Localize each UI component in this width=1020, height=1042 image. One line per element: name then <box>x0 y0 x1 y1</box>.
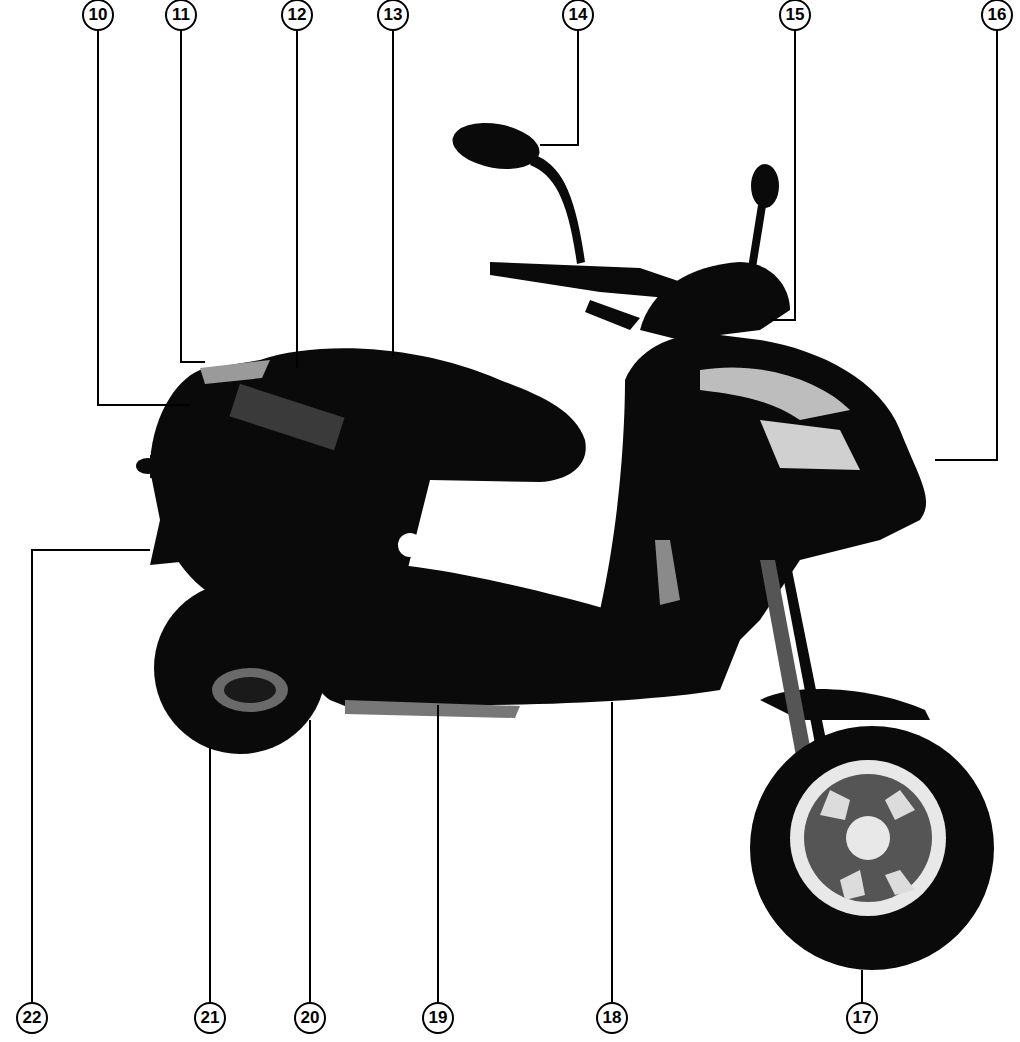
callout-number: 21 <box>194 1002 226 1034</box>
callout-number: 16 <box>981 0 1013 31</box>
callout-number: 18 <box>596 1002 628 1034</box>
callout-number: 13 <box>377 0 409 31</box>
callout-number: 11 <box>165 0 197 31</box>
callout-number: 22 <box>16 1002 48 1034</box>
callout-number: 19 <box>422 1002 454 1034</box>
callout-number: 12 <box>281 0 313 31</box>
callout-number: 20 <box>294 1002 326 1034</box>
callout-number: 10 <box>82 0 114 31</box>
callout-number: 14 <box>562 0 594 31</box>
callout-number: 15 <box>779 0 811 31</box>
callout-number: 17 <box>846 1002 878 1034</box>
